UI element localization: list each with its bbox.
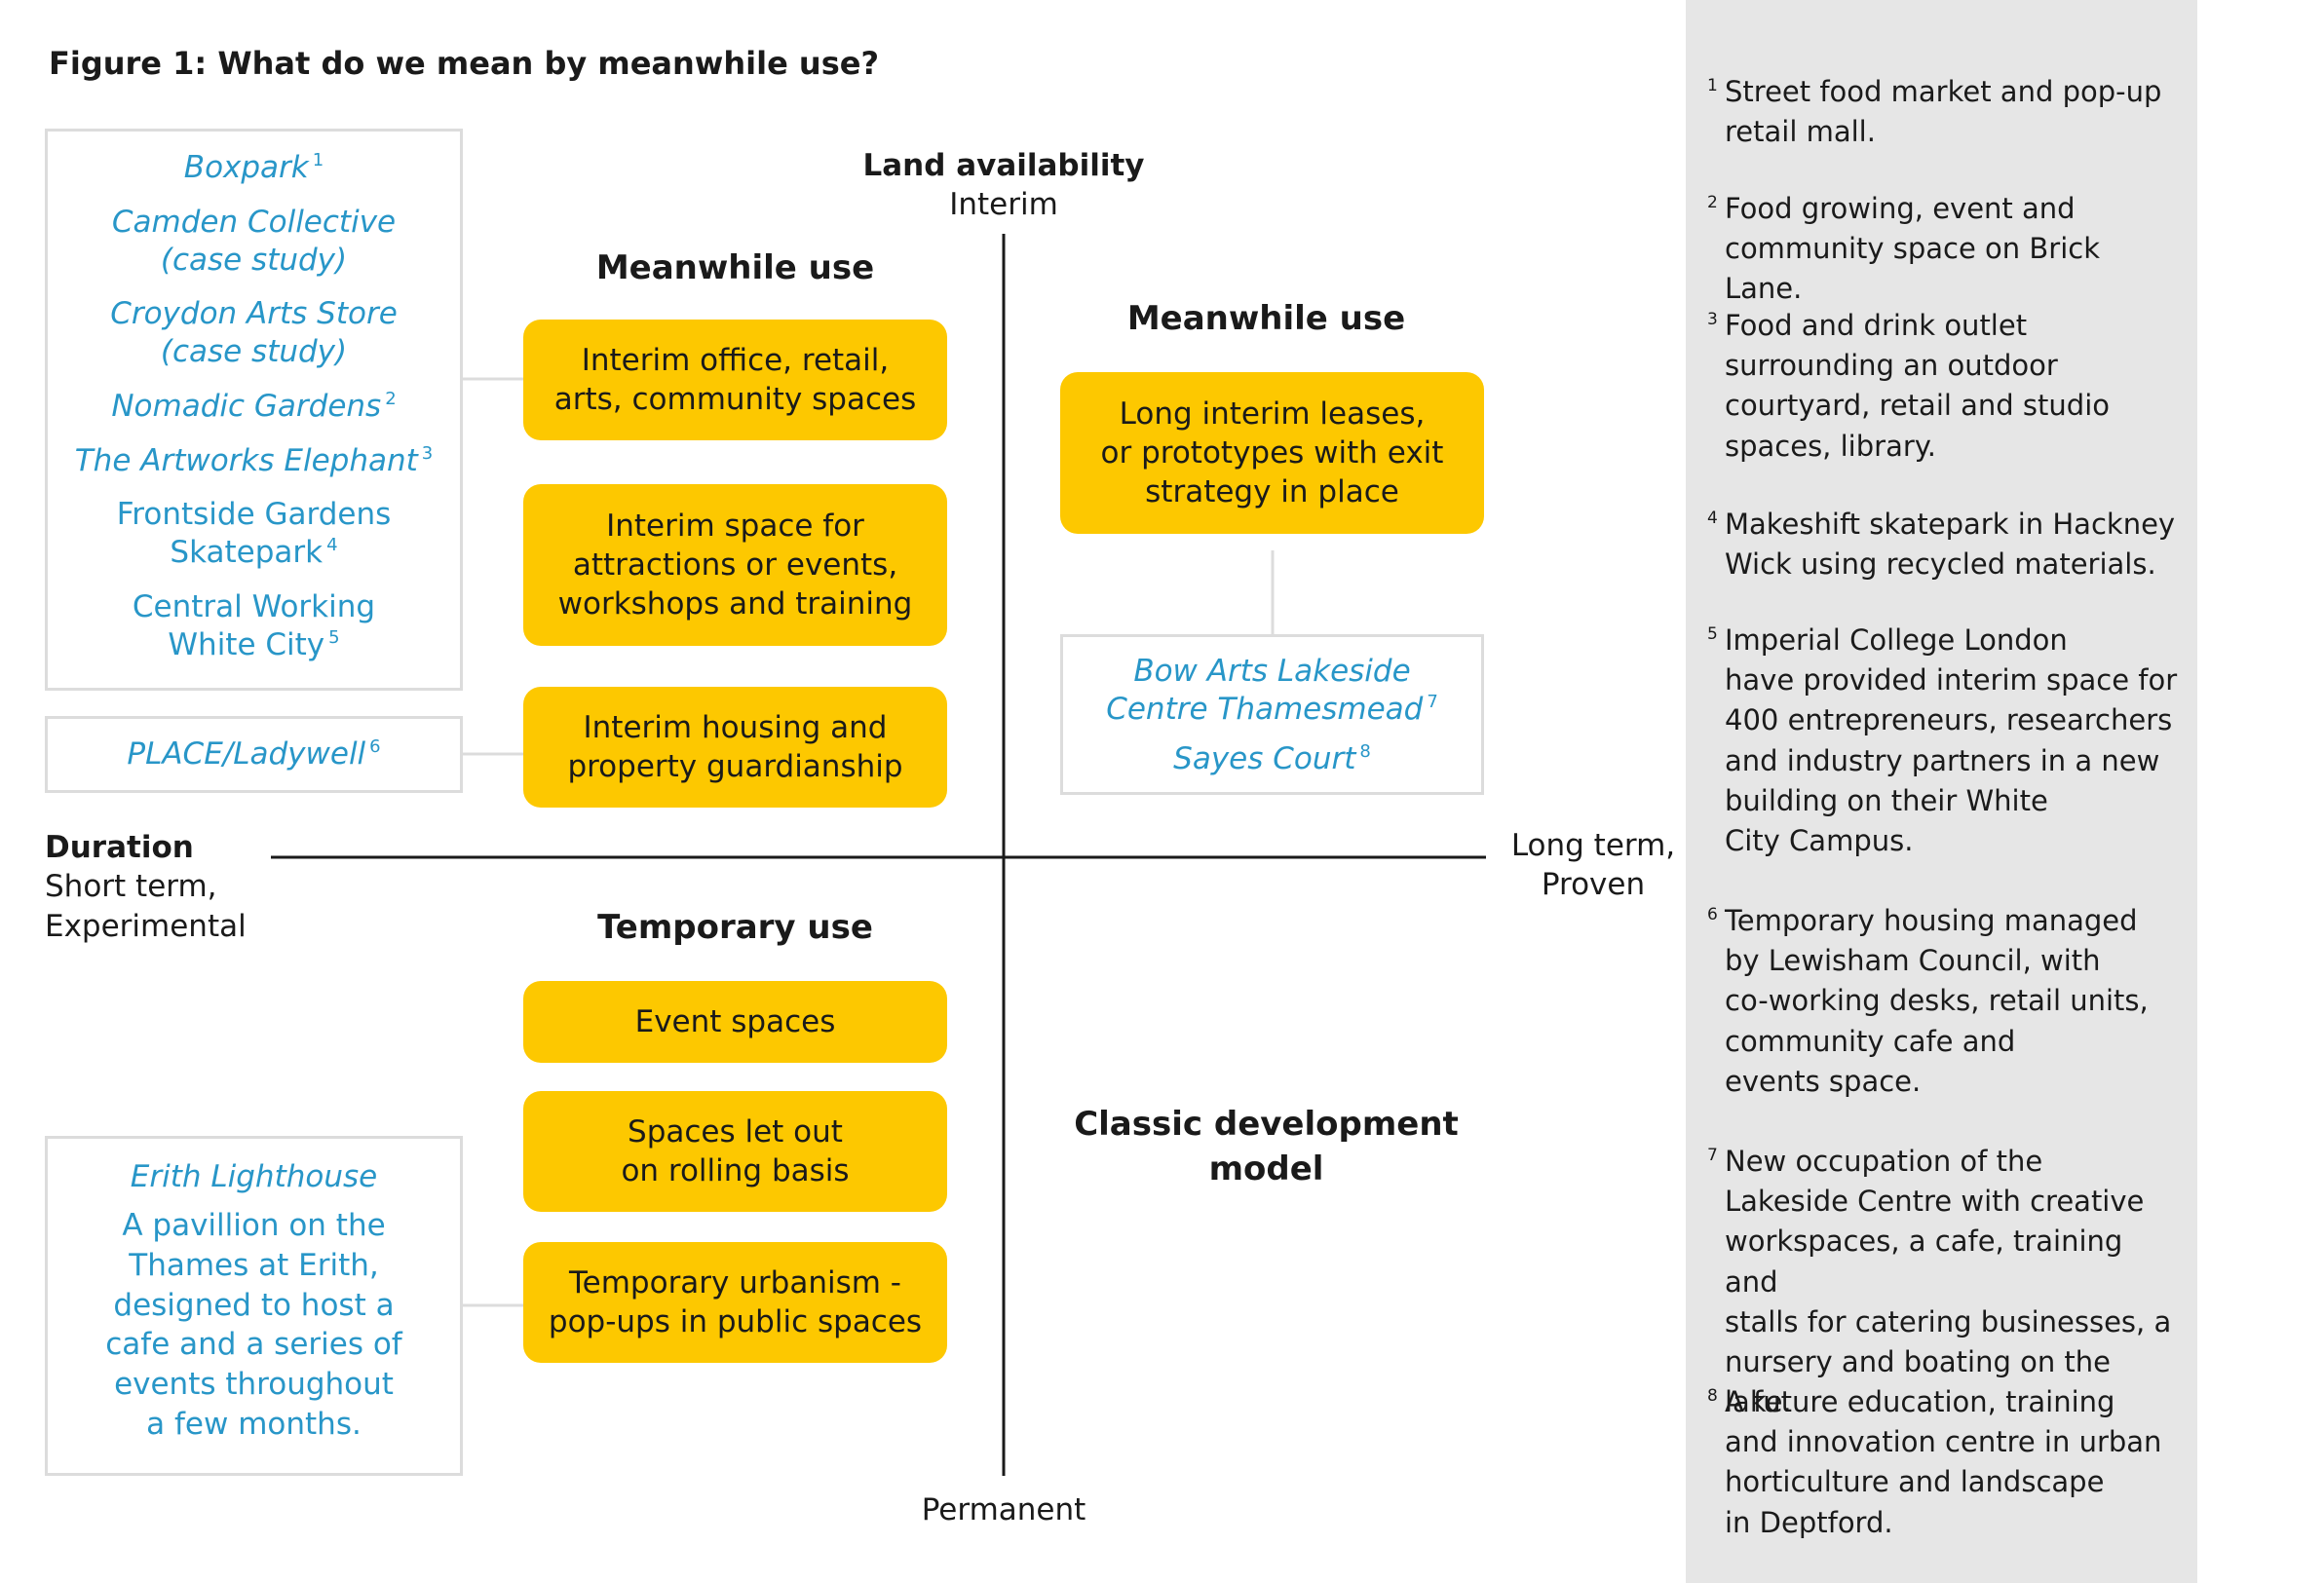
quadrant-bottom-left-heading: Temporary use [597,908,873,947]
box-interim-office: Interim office, retail, arts, community … [523,320,947,440]
box-rolling-basis: Spaces let out on rolling basis [523,1091,947,1212]
example-croydon-arts-store: Croydon Arts Store (case study) [110,296,398,369]
x-axis-left-label: Duration Short term, Experimental [45,828,247,946]
example-erith-description: A pavillion on the Thames at Erith, desi… [105,1207,402,1443]
figure-title: Figure 1: What do we mean by meanwhile u… [49,45,879,82]
y-axis-label: Land availability Interim [857,146,1150,225]
examples-box-temporary: Erith Lighthouse A pavillion on the Tham… [45,1136,463,1476]
quadrant-bottom-right-heading: Classic development model [1074,1105,1459,1188]
box-long-leases: Long interim leases, or prototypes with … [1060,372,1484,534]
x-axis-title: Duration [45,830,194,865]
quadrant-top-right-heading: Meanwhile use [1126,299,1406,338]
box-interim-attractions: Interim space for attractions or events,… [523,484,947,646]
box-temporary-urbanism: Temporary urbanism - pop-ups in public s… [523,1242,947,1363]
example-erith-lighthouse: Erith Lighthouse [130,1159,378,1194]
box-interim-housing: Interim housing and property guardianshi… [523,687,947,808]
box-event-spaces: Event spaces [523,981,947,1063]
example-camden-collective: Camden Collective (case study) [111,204,397,278]
y-axis-title: Land availability [862,148,1145,183]
x-axis-right-line1: Long term, [1510,828,1676,863]
x-axis-left-line1: Short term, [45,869,217,905]
x-axis-left-line2: Experimental [45,908,247,944]
quadrant-top-left-heading: Meanwhile use [595,248,875,287]
y-axis-top-label: Interim [949,187,1058,223]
x-axis-right-label: Long term, Proven [1501,826,1686,905]
x-axis-right-line2: Proven [1541,867,1646,903]
y-axis-bottom-label: Permanent [921,1492,1086,1527]
footnotes-sidebar [1686,0,2197,1583]
